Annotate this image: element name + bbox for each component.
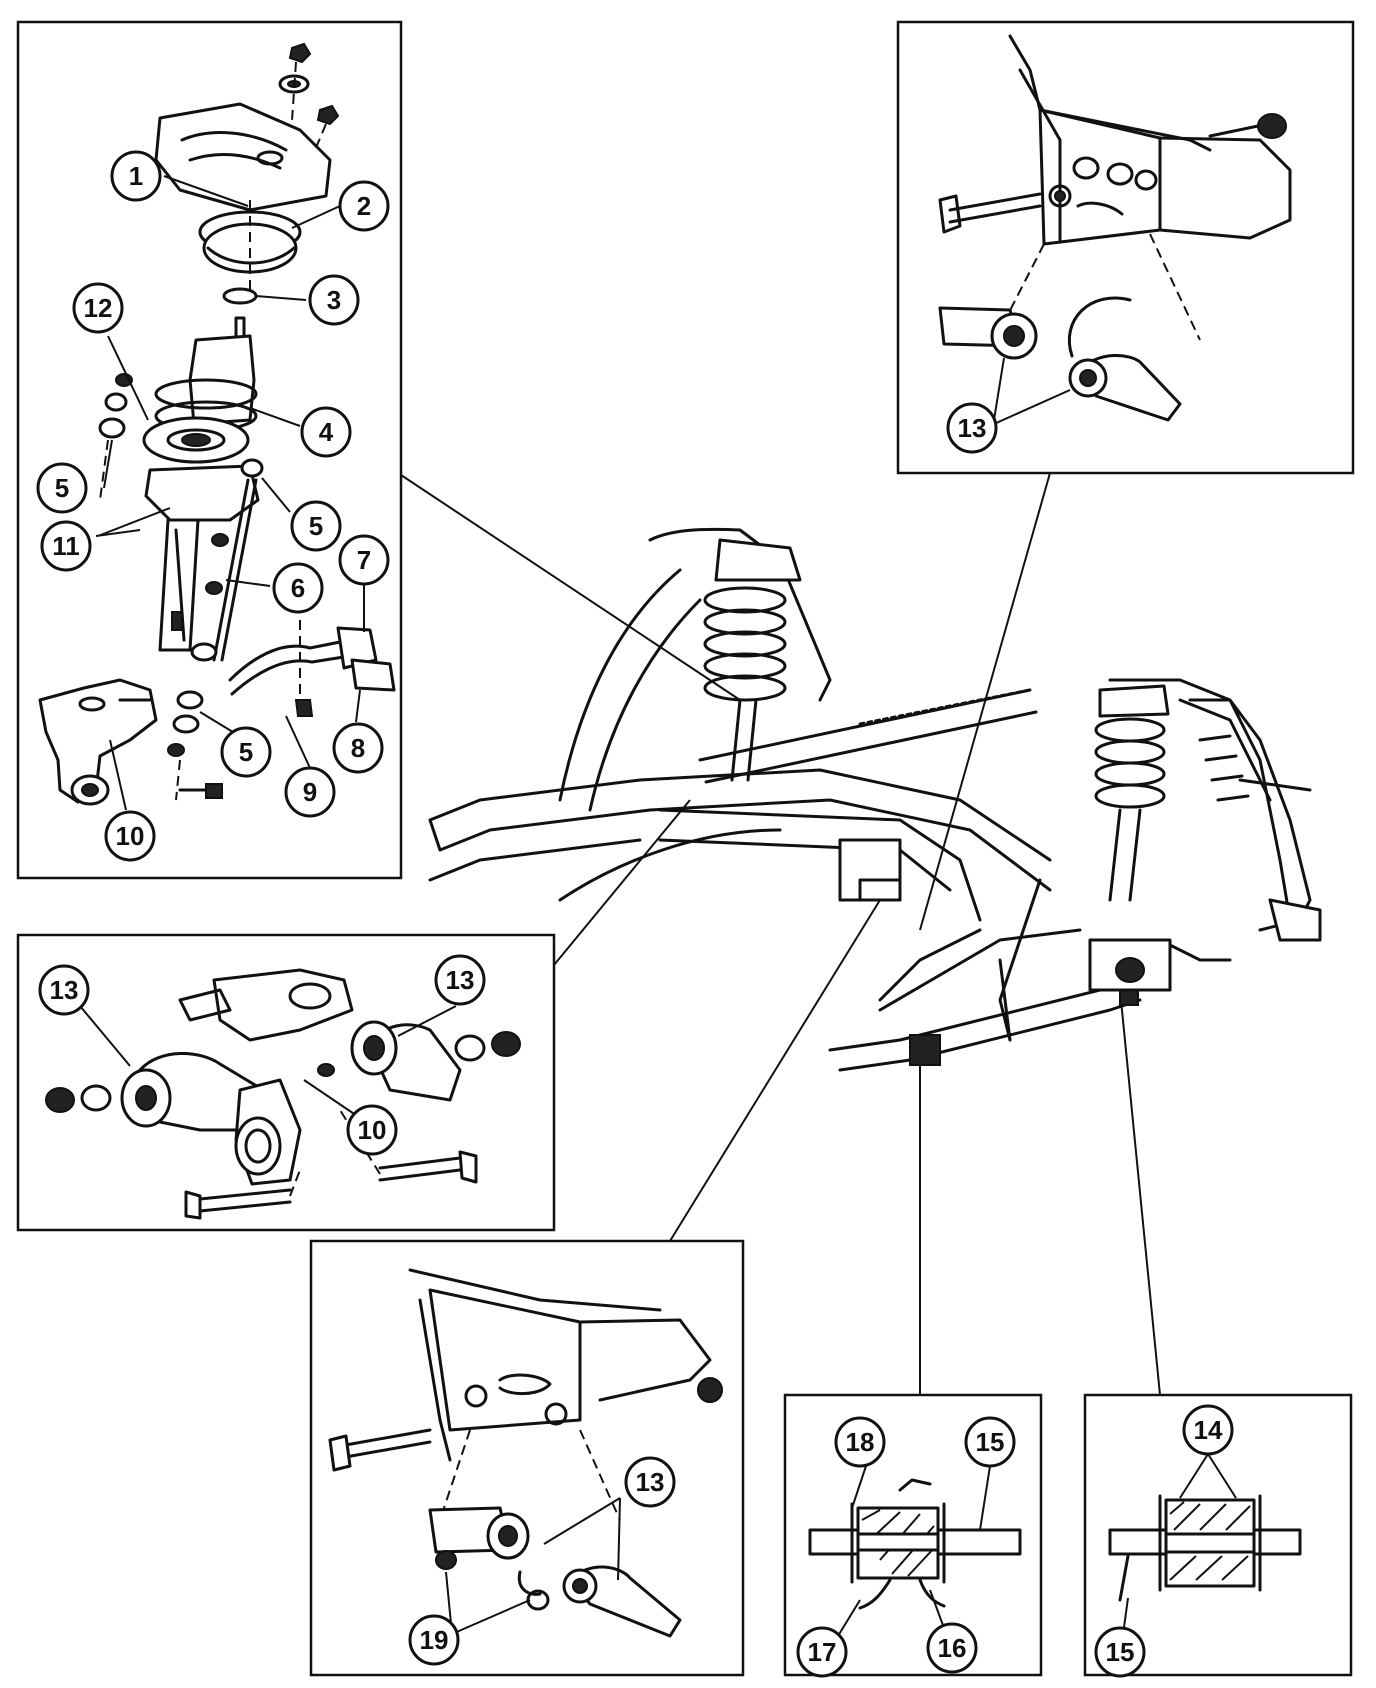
callout-15-left: 15: [964, 1416, 1016, 1468]
callout-9: 9: [284, 766, 336, 818]
callout-5-lower: 5: [220, 726, 272, 778]
bushing-detail-left-drawing: [808, 1478, 1022, 1610]
callout-2: 2: [338, 180, 390, 232]
callout-13-bracket-panel: 13: [624, 1456, 676, 1508]
svg-text:12: 12: [84, 293, 113, 323]
svg-text:5: 5: [239, 737, 253, 767]
callout-5-left: 5: [36, 462, 88, 514]
callout-14: 14: [1182, 1404, 1234, 1456]
callout-13-arm-left: 13: [38, 964, 90, 1016]
frame-bracket-drawing: [328, 1268, 723, 1638]
callout-19: 19: [408, 1614, 460, 1666]
svg-text:9: 9: [303, 777, 317, 807]
lower-arm-drawing: [45, 968, 521, 1220]
strut-assembly-drawing: [38, 42, 396, 806]
rear-mount-bracket-drawing: [938, 34, 1292, 425]
callout-13-arm-right: 13: [434, 954, 486, 1006]
svg-text:5: 5: [309, 511, 323, 541]
svg-text:13: 13: [636, 1467, 665, 1497]
svg-text:10: 10: [358, 1115, 387, 1145]
svg-text:16: 16: [938, 1633, 967, 1663]
callout-11: 11: [40, 520, 92, 572]
callout-3: 3: [308, 274, 360, 326]
svg-text:18: 18: [846, 1427, 875, 1457]
svg-text:2: 2: [357, 191, 371, 221]
svg-text:19: 19: [420, 1625, 449, 1655]
svg-text:5: 5: [55, 473, 69, 503]
svg-text:11: 11: [52, 531, 80, 561]
svg-text:15: 15: [976, 1427, 1005, 1457]
svg-text:4: 4: [319, 417, 334, 447]
callout-4: 4: [300, 406, 352, 458]
front-chassis-drawing: [428, 527, 1322, 1072]
callout-16: 16: [926, 1622, 978, 1674]
svg-text:6: 6: [291, 573, 305, 603]
svg-text:1: 1: [129, 161, 143, 191]
svg-text:15: 15: [1106, 1637, 1135, 1667]
svg-text:7: 7: [357, 545, 371, 575]
callout-10-arm-panel: 10: [346, 1104, 398, 1156]
bushing-detail-right-drawing: [1108, 1453, 1302, 1602]
callout-13-top-panel: 13: [946, 402, 998, 454]
callout-8: 8: [332, 722, 384, 774]
callout-leaders: [79, 175, 1129, 1643]
svg-text:3: 3: [327, 285, 341, 315]
svg-text:17: 17: [808, 1637, 837, 1667]
svg-text:13: 13: [958, 413, 987, 443]
callout-18: 18: [834, 1416, 886, 1468]
svg-text:13: 13: [50, 975, 79, 1005]
callout-5-right: 5: [290, 500, 342, 552]
callout-17: 17: [796, 1626, 848, 1678]
svg-text:14: 14: [1194, 1415, 1223, 1445]
callout-10-strut-panel: 10: [104, 810, 156, 862]
panel-leader-lines: [400, 472, 1161, 1396]
frame-bracket-panel: [309, 1239, 745, 1677]
callout-12: 12: [72, 282, 124, 334]
svg-text:13: 13: [446, 965, 475, 995]
svg-text:8: 8: [351, 733, 365, 763]
svg-text:10: 10: [116, 821, 145, 851]
callout-15-right: 15: [1094, 1626, 1146, 1678]
callout-6: 6: [272, 562, 324, 614]
callout-7: 7: [338, 534, 390, 586]
callout-1: 1: [110, 150, 162, 202]
